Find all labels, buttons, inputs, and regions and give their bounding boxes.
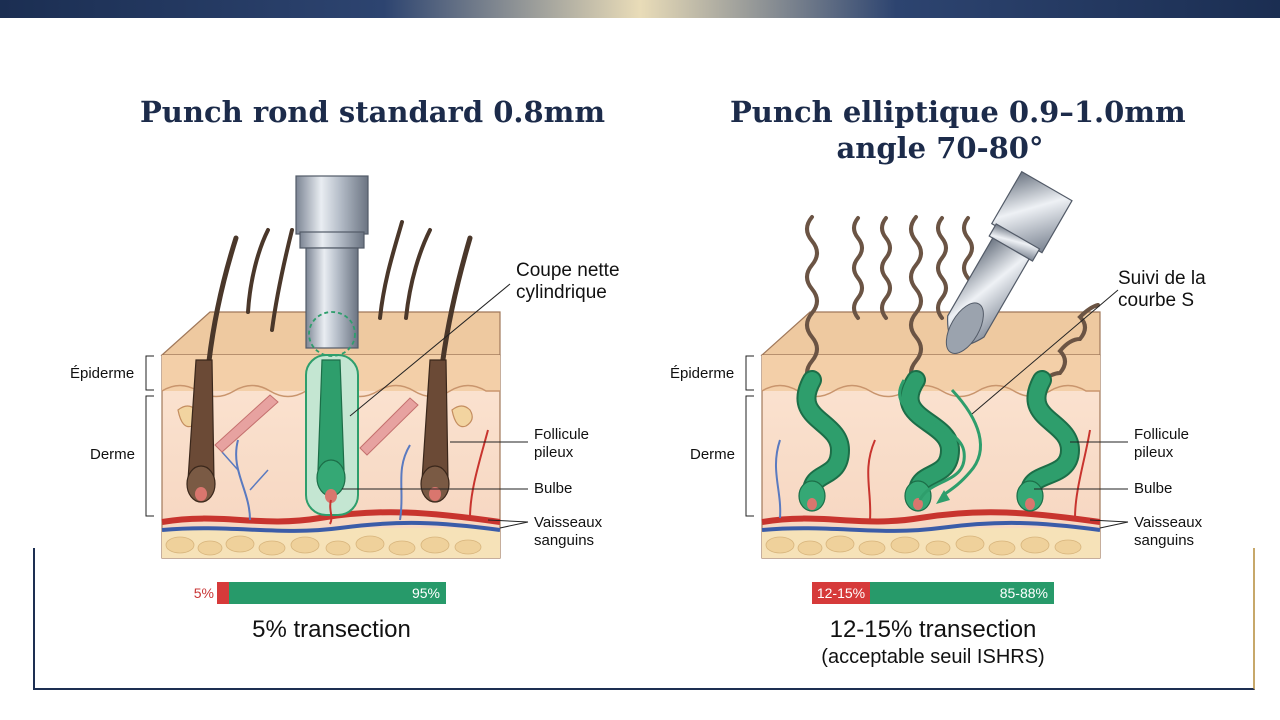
left-callout-line-2: cylindrique bbox=[516, 282, 607, 303]
right-bulbs bbox=[798, 480, 1044, 512]
left-label-derme: Derme bbox=[90, 446, 136, 463]
left-callout-line-1: Coupe nette bbox=[516, 260, 620, 281]
right-title-line-2: angle 70-80° bbox=[836, 131, 1044, 165]
left-result-text: 5% transection bbox=[252, 616, 411, 643]
right-follicles bbox=[796, 370, 1081, 502]
right-hairs bbox=[805, 215, 1100, 387]
right-label-bulbe: Bulbe bbox=[1134, 480, 1173, 497]
left-transection-bar: 95% bbox=[217, 582, 446, 604]
left-label-bulbe: Bulbe bbox=[534, 480, 573, 497]
right-result-subtext: (acceptable seuil ISHRS) bbox=[821, 646, 1045, 668]
left-punched-follicle bbox=[305, 354, 359, 525]
right-vaisseaux-line-2: sanguins bbox=[1134, 532, 1195, 549]
left-punch-tool bbox=[295, 175, 369, 357]
right-callout-label: Suivi de la courbe S bbox=[1118, 268, 1206, 312]
left-vaisseaux-line-1: Vaisseaux bbox=[534, 514, 603, 531]
left-panel-title: Punch rond standard 0.8mm bbox=[140, 95, 606, 129]
right-callout-lines bbox=[745, 289, 1129, 529]
right-callout-line-2: courbe S bbox=[1118, 290, 1195, 311]
right-follicule-line-1: Follicule bbox=[1134, 426, 1190, 443]
left-bar-red-segment bbox=[217, 582, 229, 604]
left-callout-lines bbox=[145, 283, 529, 529]
right-transection-bar: 12-15% 85-88% bbox=[812, 582, 1054, 604]
right-callout-line-1: Suivi de la bbox=[1118, 268, 1206, 289]
results-frame bbox=[33, 548, 1255, 690]
right-bar-red-segment: 12-15% bbox=[812, 582, 870, 604]
right-label-derme: Derme bbox=[690, 446, 736, 463]
left-callout-label: Coupe nette cylindrique bbox=[516, 260, 620, 304]
left-follicule-line-1: Follicule bbox=[534, 426, 590, 443]
right-title-line-1: Punch elliptique 0.9–1.0mm bbox=[730, 95, 1186, 129]
right-panel-title: Punch elliptique 0.9–1.0mm angle 70-80° bbox=[730, 94, 1186, 166]
right-bar-green-segment: 85-88% bbox=[870, 582, 1054, 604]
right-follicule-line-2: pileux bbox=[1134, 444, 1174, 461]
left-label-vaisseaux: Vaisseaux sanguins bbox=[534, 514, 602, 550]
right-label-vaisseaux: Vaisseaux sanguins bbox=[1134, 514, 1202, 550]
left-vaisseaux-line-2: sanguins bbox=[534, 532, 595, 549]
top-accent-bar bbox=[0, 0, 1280, 18]
left-bar-green-segment: 95% bbox=[229, 582, 446, 604]
left-label-epiderme: Épiderme bbox=[70, 365, 135, 382]
s-curve-arrows bbox=[898, 379, 982, 504]
right-result-text: 12-15% transection bbox=[829, 616, 1037, 643]
left-label-follicule: Follicule pileux bbox=[534, 426, 589, 462]
right-label-epiderme: Épiderme bbox=[670, 365, 735, 382]
left-bar-red-label: 5% bbox=[193, 585, 214, 601]
right-label-follicule: Follicule pileux bbox=[1134, 426, 1189, 462]
left-follicles bbox=[186, 359, 450, 503]
left-follicule-line-2: pileux bbox=[534, 444, 574, 461]
right-punch-tool bbox=[945, 170, 1073, 354]
right-vaisseaux-line-1: Vaisseaux bbox=[1134, 514, 1203, 531]
